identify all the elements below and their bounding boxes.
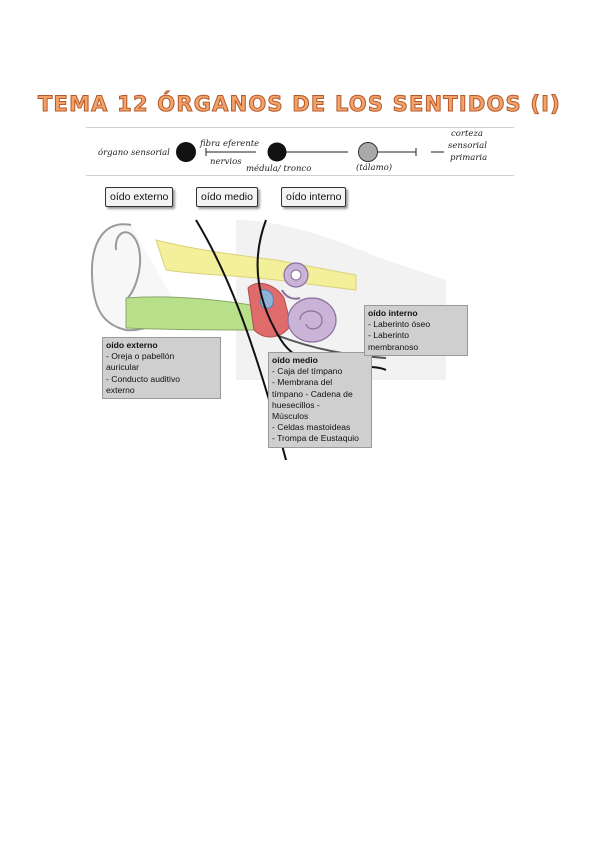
middle-ear-heading: oído medio: [272, 355, 318, 365]
middle-ear-line: tímpano - Cadena de: [272, 388, 353, 399]
outer-ear-line: - Conducto auditivo: [106, 373, 181, 384]
outer-ear-heading: oído externo: [106, 340, 158, 350]
ear-anatomy-diagram: oído externo oído medio oído interno oíd…: [86, 180, 516, 460]
organ-label: órgano sensorial: [98, 148, 170, 158]
middle-ear-line: - Membrana del: [272, 377, 333, 388]
inner-ear-heading: oído interno: [368, 308, 418, 318]
middle-ear-line: - Celdas mastoideas: [272, 422, 351, 433]
pathway-lines: [176, 142, 444, 162]
spinal-node: [267, 142, 287, 162]
middle-ear-line: - Trompa de Eustaquio: [272, 433, 359, 444]
outer-ear-line: - Oreja o pabellón: [106, 351, 175, 362]
thalamus-label: (tálamo): [356, 163, 393, 173]
cochlea: [287, 297, 337, 343]
page-title: TEMA 12 ÓRGANOS DE LOS SENTIDOS (I): [38, 92, 561, 117]
tab-middle-ear: oído medio: [196, 187, 258, 207]
sensory-pathway-diagram: órgano sensorial fibra eferente nervios …: [86, 127, 514, 176]
cortex-label-2: sensorial: [448, 141, 487, 151]
organ-node: [176, 142, 196, 162]
outer-ear-box: oído externo - Oreja o pabellón auricula…: [102, 337, 221, 400]
nerves-label: nervios: [210, 157, 242, 167]
thalamus-node: [358, 142, 378, 162]
middle-ear-line: huesecillos -: [272, 399, 320, 410]
outer-ear-line: auricular: [106, 362, 139, 373]
middle-ear-line: Músculos: [272, 411, 309, 422]
cortex-label-3: primaria: [450, 153, 488, 163]
cortex-label-1: corteza: [451, 129, 483, 139]
inner-ear-line: membranoso: [368, 341, 419, 352]
inner-ear-line: - Laberinto óseo: [368, 319, 431, 330]
outer-ear-line: externo: [106, 384, 135, 395]
inner-ear-line: - Laberinto: [368, 330, 410, 341]
tab-outer-ear: oído externo: [105, 187, 174, 207]
efferent-label: fibra eferente: [200, 139, 260, 149]
inner-ear-box: oído interno - Laberinto óseo - Laberint…: [364, 305, 468, 356]
middle-ear-line: - Caja del tímpano: [272, 366, 343, 377]
tab-inner-ear: oído interno: [281, 187, 347, 207]
middle-ear-box: oído medio - Caja del tímpano - Membrana…: [268, 352, 372, 448]
spinal-label: médula/ tronco: [246, 164, 312, 174]
